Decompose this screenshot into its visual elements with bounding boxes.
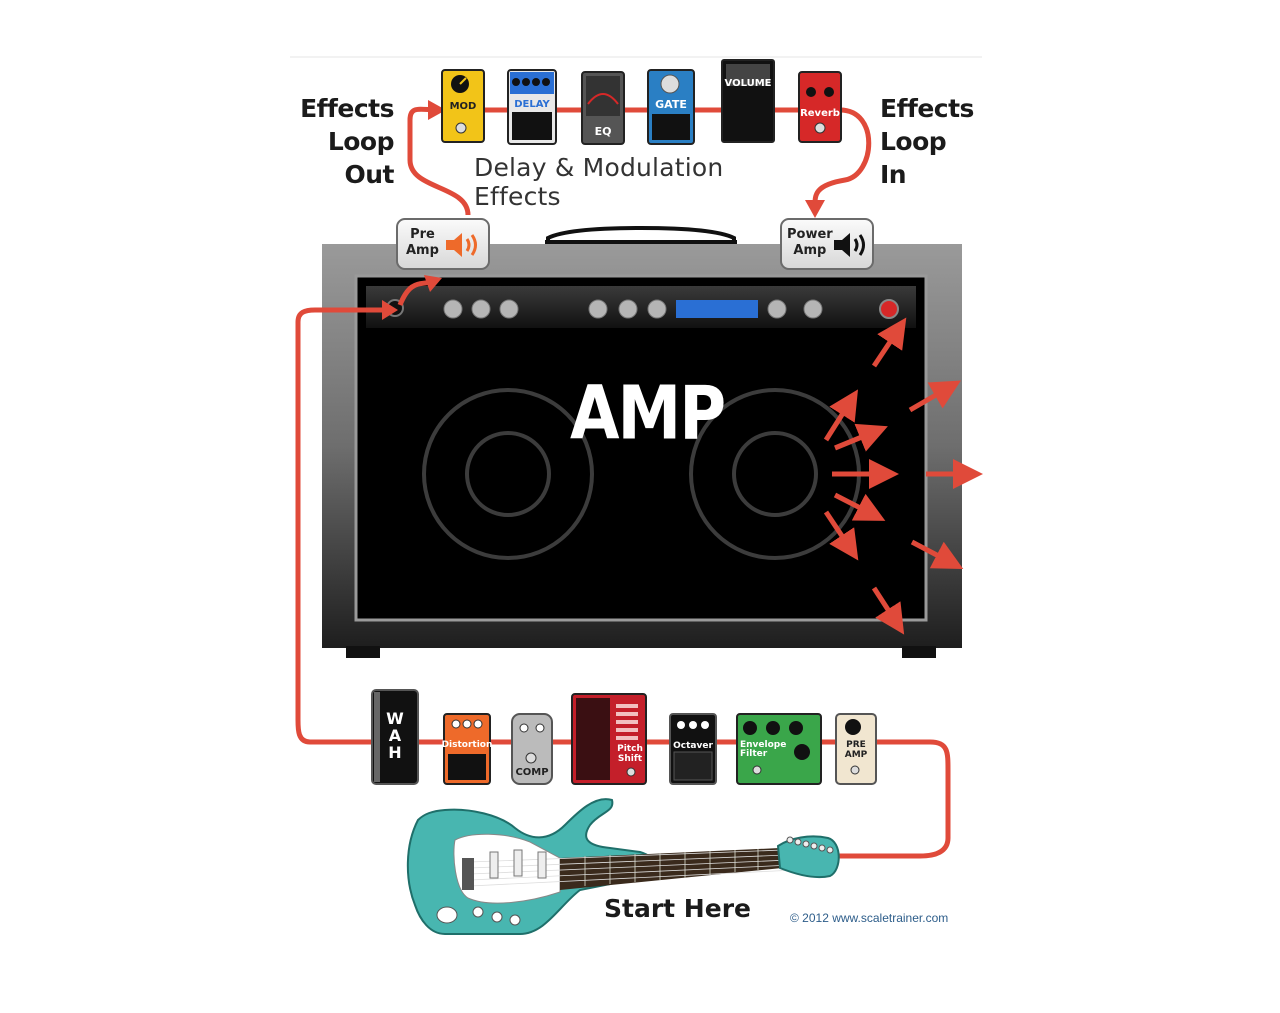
loop-in-line1: Effects <box>880 94 974 123</box>
pitch-line1: Pitch <box>617 744 643 754</box>
pedal-eq-label: EQ <box>594 125 612 138</box>
start-here-label: Start Here <box>604 894 751 923</box>
cable-guitar-out <box>838 739 951 859</box>
pedal-delay <box>507 69 557 145</box>
pedal-comp <box>511 713 553 785</box>
pedal-wah-label: W A H <box>382 710 408 761</box>
power-amp-box: Power Amp <box>780 218 874 270</box>
pedal-gate <box>647 69 695 145</box>
loop-out-line3: Out <box>344 160 394 189</box>
pitch-line2: Shift <box>617 754 643 764</box>
wah-letter-h: H <box>388 743 402 762</box>
pedal-reverb <box>798 71 842 143</box>
cable-to-input <box>295 307 415 745</box>
pedal-mod <box>441 69 485 143</box>
pedal-gate-label: GATE <box>655 98 687 111</box>
pre-amp-box: Pre Amp <box>396 218 490 270</box>
pedal-wah <box>371 689 419 785</box>
speaker-icon-orange <box>446 233 477 257</box>
pre-amp-label: Pre Amp <box>406 227 439 259</box>
preamp-line1: PRE <box>846 740 866 750</box>
cable-arrowhead-preamp <box>424 275 442 292</box>
pedal-eq <box>581 71 625 145</box>
amp-foot-left <box>346 646 380 658</box>
preamp-line2: AMP <box>844 750 868 760</box>
pedal-pitch-shift-label: Pitch Shift <box>612 744 648 764</box>
pedal-octaver-label: Octaver <box>673 741 713 751</box>
amp-knobs <box>443 299 823 319</box>
amp-label: AMP <box>570 372 726 458</box>
loop-out-line1: Effects <box>300 94 394 123</box>
speaker-icon-black <box>834 233 865 257</box>
power-amp-line1: Power <box>787 227 833 242</box>
copyright-text: © 2012 www.scaletrainer.com <box>790 911 949 925</box>
pedal-envelope-filter <box>736 713 822 785</box>
power-light <box>879 299 899 319</box>
envelope-line2: Filter <box>740 749 768 759</box>
cable-loop-in <box>812 107 872 206</box>
power-amp-line2: Amp <box>793 243 827 258</box>
wah-letter-a: A <box>388 726 402 745</box>
pedal-pitch-shift <box>571 693 647 785</box>
loop-in-line3: In <box>880 160 907 189</box>
pedal-mod-label: MOD <box>449 101 477 112</box>
cable-arrowhead-loop-in <box>805 200 825 218</box>
effects-loop-out-label: Effects Loop Out <box>290 92 394 191</box>
cable-loop-out <box>407 106 471 216</box>
amp-handle-base <box>545 240 737 246</box>
loop-out-line2: Loop <box>327 127 395 156</box>
amp-grille <box>354 274 928 622</box>
envelope-line1: Envelope <box>740 740 787 750</box>
amp-foot-right <box>902 646 936 658</box>
pedal-distortion <box>443 713 491 785</box>
pedal-pre-amp-label: PRE AMP <box>836 740 876 760</box>
sound-arrows <box>823 317 983 635</box>
guitar <box>406 798 840 935</box>
power-amp-label: Power Amp <box>787 227 833 259</box>
wah-letter-w: W <box>386 709 404 728</box>
pre-amp-line2: Amp <box>406 243 439 258</box>
pedal-octaver <box>669 713 717 785</box>
pedal-volume-label: VOLUME <box>724 78 772 89</box>
pedal-envelope-filter-label: Envelope Filter <box>740 741 790 759</box>
cable-arrowhead-input <box>382 300 398 320</box>
cable-arrowhead-loop-out <box>428 100 446 120</box>
loop-in-line2: Loop <box>880 127 947 156</box>
pedal-distortion-label: Distortion <box>441 740 493 750</box>
pre-amp-line1: Pre <box>410 227 435 242</box>
amp-display <box>676 300 758 318</box>
amp-handle <box>546 225 736 246</box>
effects-loop-in-label: Effects Loop In <box>880 92 990 191</box>
pedal-comp-label: COMP <box>515 767 549 778</box>
delay-modulation-title: Delay & Modulation Effects <box>474 153 724 211</box>
pedal-volume <box>721 59 775 143</box>
pedal-reverb-label: Reverb <box>800 108 840 119</box>
pedal-pre-amp <box>835 713 877 785</box>
pedal-delay-label: DELAY <box>514 99 550 110</box>
